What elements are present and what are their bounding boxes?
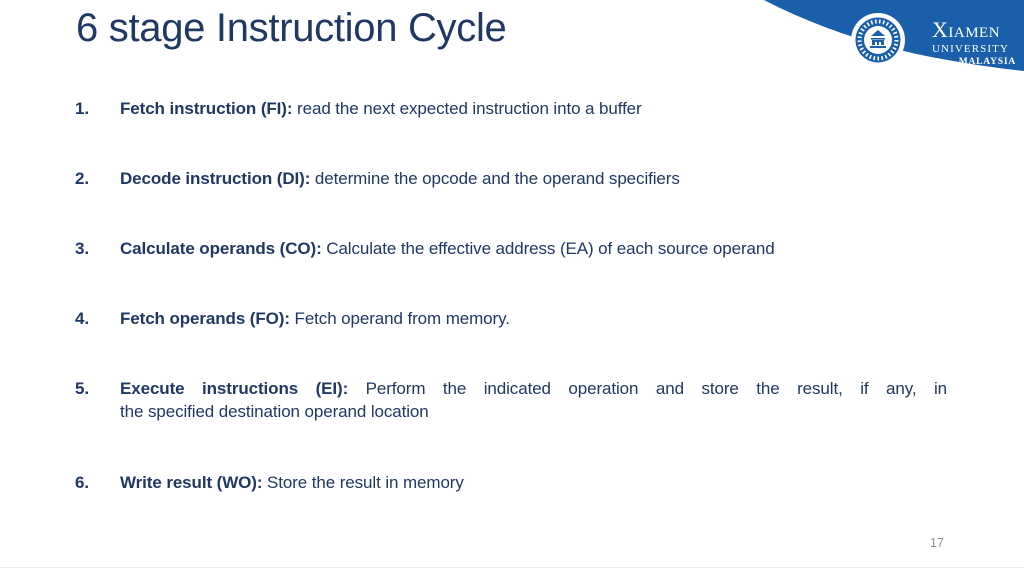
stage-label: Fetch operands (FO): — [120, 309, 290, 328]
list-number: 1. — [75, 99, 89, 118]
stage-description-line1: Perform the indicated operation and stor… — [365, 379, 947, 398]
page-number: 17 — [930, 536, 944, 550]
list-number: 2. — [75, 169, 89, 188]
stage-description: determine the opcode and the operand spe… — [314, 169, 680, 188]
list-number: 6. — [75, 473, 89, 492]
list-text: Fetch instruction (FI): read the next ex… — [120, 97, 947, 120]
list-item-write-result: 6. Write result (WO): Store the result i… — [75, 471, 947, 494]
slide-bottom-edge — [0, 567, 1024, 568]
stage-description: Store the result in memory — [267, 473, 464, 492]
list-text: Write result (WO): Store the result in m… — [120, 471, 947, 494]
stage-description-line2: the specified destination operand locati… — [120, 402, 429, 421]
stage-description: read the next expected instruction into … — [297, 99, 642, 118]
list-text: Decode instruction (DI): determine the o… — [120, 167, 947, 190]
stage-label: Write result (WO): — [120, 473, 263, 492]
list-text: Fetch operands (FO): Fetch operand from … — [120, 307, 947, 330]
slide-title: 6 stage Instruction Cycle — [76, 6, 507, 50]
stage-label: Execute instructions (EI): — [120, 379, 349, 398]
stage-label: Calculate operands (CO): — [120, 239, 322, 258]
list-item-fetch-operands: 4. Fetch operands (FO): Fetch operand fr… — [75, 307, 947, 330]
list-item-execute-instructions: 5. Execute instructions (EI): Perform th… — [75, 377, 947, 423]
list-text: Execute instructions (EI): Perform the i… — [120, 377, 947, 423]
stage-text-line1: Execute instructions (EI): Perform the i… — [120, 377, 947, 400]
list-item-decode-instruction: 2. Decode instruction (DI): determine th… — [75, 167, 947, 190]
list-item-calculate-operands: 3. Calculate operands (CO): Calculate th… — [75, 237, 947, 260]
list-number: 5. — [75, 379, 89, 398]
list-item-fetch-instruction: 1. Fetch instruction (FI): read the next… — [75, 97, 947, 120]
stage-description: Fetch operand from memory. — [294, 309, 510, 328]
stage-label: Decode instruction (DI): — [120, 169, 311, 188]
list-number: 4. — [75, 309, 89, 328]
stage-description: Calculate the effective address (EA) of … — [326, 239, 775, 258]
stage-label: Fetch instruction (FI): — [120, 99, 293, 118]
list-number: 3. — [75, 239, 89, 258]
list-text: Calculate operands (CO): Calculate the e… — [120, 237, 947, 260]
